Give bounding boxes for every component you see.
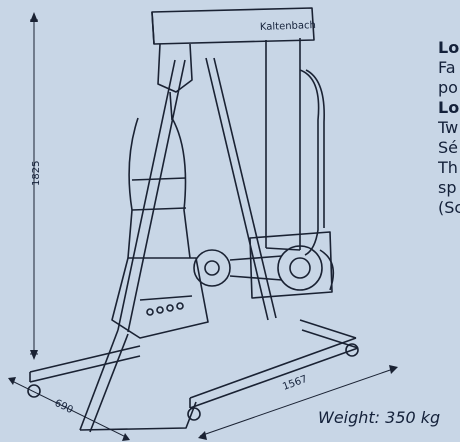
machine-line-drawing: Kaltenbach 1825 690 1567: [8, 7, 398, 441]
brand-label: Kaltenbach: [260, 20, 316, 33]
description-line: sp: [438, 178, 457, 197]
dimension-width: 690: [53, 398, 75, 416]
weight-label: Weight: 350 kg: [318, 408, 441, 427]
description-line: (Sc: [438, 198, 460, 217]
dimension-height: 1825: [31, 161, 42, 186]
description-line: Tw: [438, 118, 459, 137]
description-line: Lo: [438, 38, 460, 57]
description-line: Lo: [438, 98, 460, 117]
dimension-length: 1567: [281, 374, 309, 393]
description-line: Sé: [438, 138, 458, 157]
description-line: Th: [438, 158, 458, 177]
description-line: Fa: [438, 58, 456, 77]
description-text: Lo Fa po Lo Tw Sé Th sp (Sc: [438, 38, 460, 338]
description-line: po: [438, 78, 458, 97]
